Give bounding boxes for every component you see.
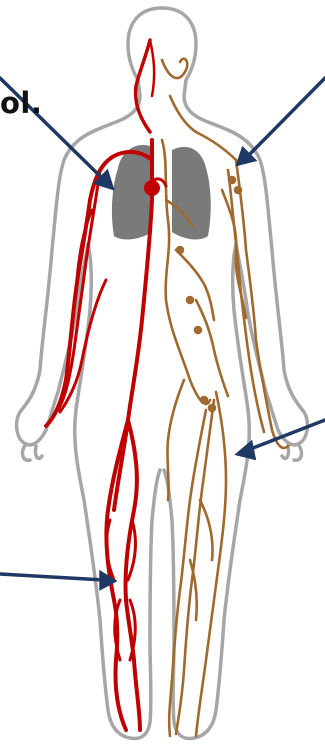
- arteries: [46, 40, 166, 730]
- body-outline: [17, 8, 308, 738]
- lungs-icon: [112, 145, 211, 239]
- pointer-arrows: [0, 78, 325, 588]
- arrow-lymph-shoulder: [248, 78, 325, 156]
- arrow-artery-leg: [0, 574, 104, 580]
- clipped-label-left: ol.: [0, 86, 42, 120]
